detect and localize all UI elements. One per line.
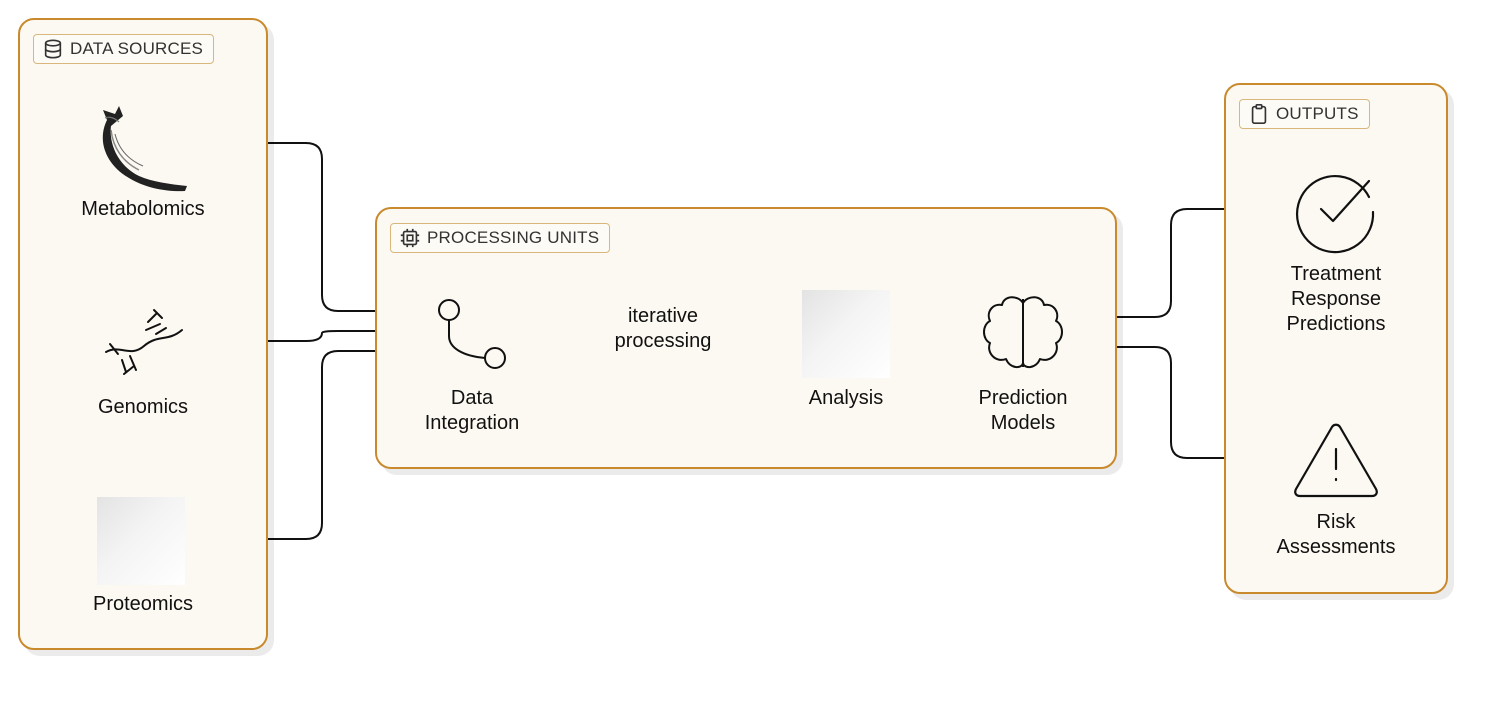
proteomics-image-placeholder [97,497,185,585]
edge-proteomics-to-integration [188,350,428,540]
edge-genomics-to-integration [188,330,428,342]
group-title-data-sources: DATA SOURCES [33,34,215,64]
check-circle-icon [1293,169,1379,260]
database-icon [42,38,64,60]
node-label-metabolomics: Metabolomics [81,198,205,220]
edge-prediction-to-risk [1068,346,1290,459]
merge-icon [435,296,511,377]
group-processing-units: PROCESSING UNITS [375,207,1117,469]
node-label-analysis: Analysis [808,387,884,409]
node-label-prediction-models: Prediction Models [978,387,1068,434]
dna-icon [100,300,186,391]
edge-label-iterative-processing: iterative processing [601,304,725,354]
group-title-text: OUTPUTS [1276,104,1359,123]
warning-triangle-icon [1292,421,1380,506]
node-label-genomics: Genomics [97,396,189,418]
horn-icon [93,104,191,197]
clipboard-icon [1248,103,1270,125]
node-label-risk-assessments: Risk Assessments [1276,511,1396,558]
node-label-treatment-response: Treatment Response Predictions [1286,263,1386,335]
analysis-image-placeholder [802,290,890,378]
group-title-outputs: OUTPUTS [1239,99,1370,129]
edge-prediction-to-treatment [1068,208,1290,318]
brain-icon [980,293,1066,376]
cpu-icon [399,227,421,249]
group-title-processing-units: PROCESSING UNITS [390,223,611,253]
group-outputs: OUTPUTS [1224,83,1448,594]
node-label-data-integration: Data Integration [424,387,520,434]
edge-metabolomics-to-integration [188,142,428,312]
group-title-text: PROCESSING UNITS [427,228,600,247]
node-label-proteomics: Proteomics [92,593,194,615]
group-title-text: DATA SOURCES [70,39,204,58]
